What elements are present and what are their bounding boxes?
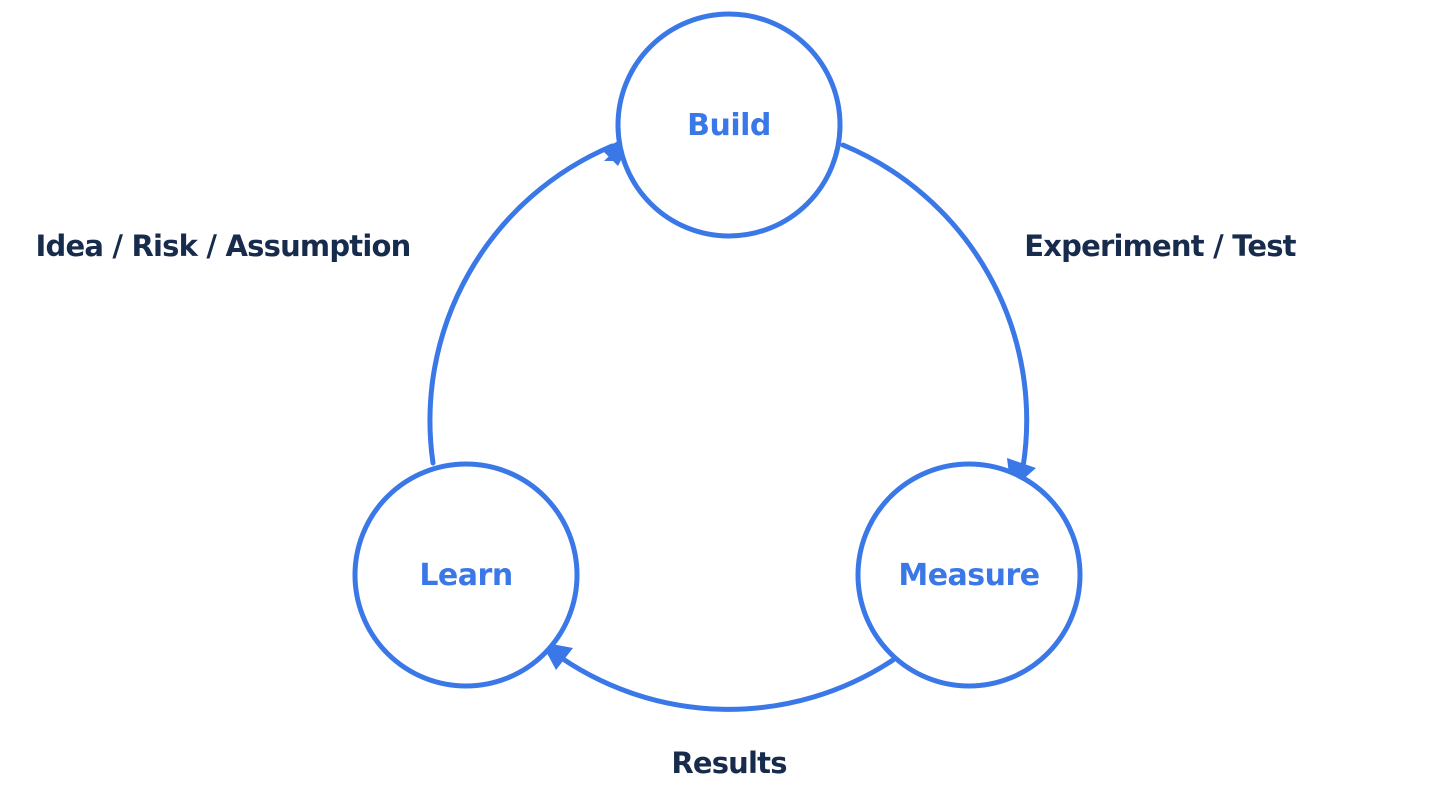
edge-label-experiment-test: Experiment / Test	[1024, 229, 1296, 263]
node-learn-circle	[352, 461, 580, 689]
node-measure: Measure	[855, 461, 1083, 689]
arc-learn-to-build	[427, 143, 615, 466]
arc-measure-to-learn	[550, 649, 896, 712]
edge-label-idea-risk-assumption: Idea / Risk / Assumption	[36, 229, 411, 263]
edge-label-results: Results	[671, 746, 786, 780]
cycle-arrows	[427, 142, 1030, 712]
node-learn-label: Learn	[419, 558, 512, 593]
node-learn: Learn	[352, 461, 580, 689]
node-measure-label: Measure	[898, 558, 1039, 593]
node-build-circle	[615, 11, 843, 239]
arc-build-to-measure	[840, 142, 1030, 470]
node-measure-circle	[855, 461, 1083, 689]
node-build: Build	[615, 11, 843, 239]
node-build-label: Build	[687, 108, 771, 143]
